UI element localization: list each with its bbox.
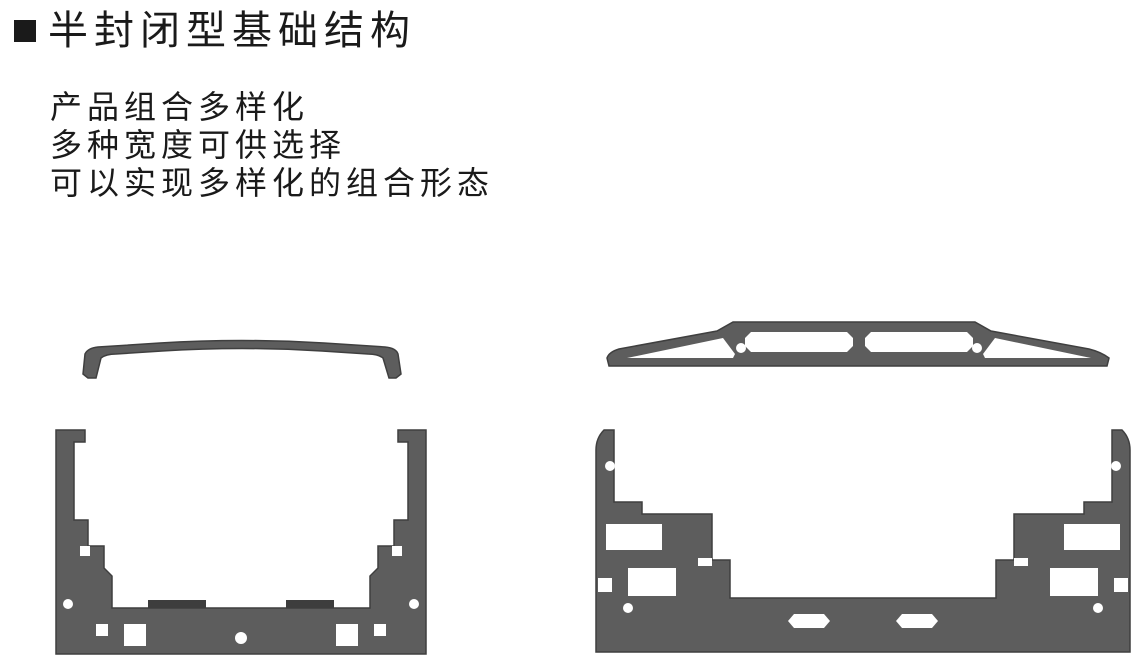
description-line: 可以实现多样化的组合形态 — [50, 164, 495, 202]
left-base-profile — [55, 429, 427, 655]
square-bullet-icon — [14, 20, 36, 42]
feature-description: 产品组合多样化 多种宽度可供选择 可以实现多样化的组合形态 — [50, 88, 494, 202]
page-title: 半封闭型基础结构 — [48, 8, 416, 54]
right-base-profile — [595, 429, 1131, 653]
description-line: 产品组合多样化 — [50, 88, 310, 126]
section-heading: 半封闭型基础结构 — [14, 6, 416, 56]
description-line: 多种宽度可供选择 — [50, 126, 347, 164]
right-cover-profile — [606, 321, 1110, 367]
left-cover-profile — [82, 339, 402, 379]
